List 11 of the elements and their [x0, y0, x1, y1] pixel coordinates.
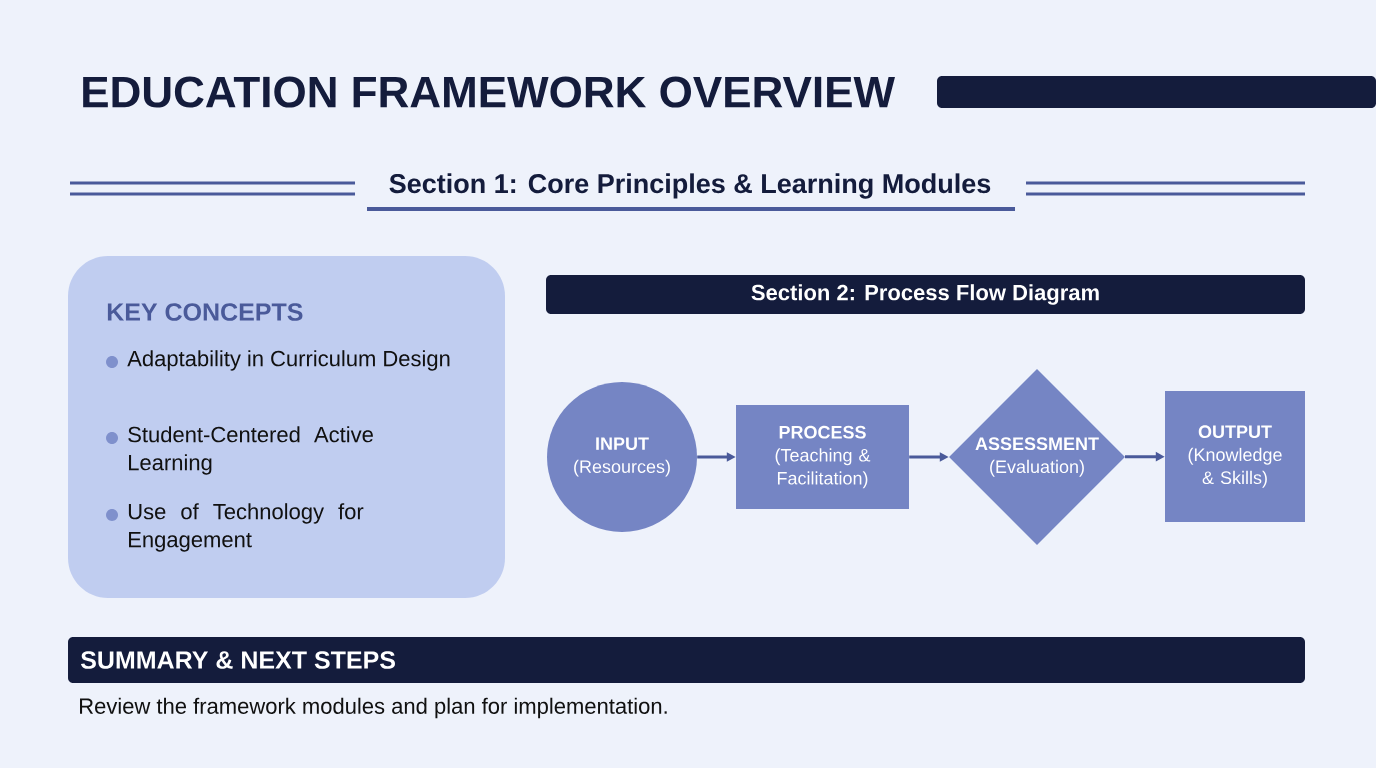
process-box: OUTPUT (Knowledge & Skills): [1165, 391, 1305, 522]
panel-heading: KEY CONCEPTS: [107, 303, 303, 321]
section-bar: Section 2: Process Flow Diagram: [546, 275, 1305, 314]
summary-bar: SUMMARY & NEXT STEPS: [68, 637, 1305, 683]
bullet-item: Adaptability in Curriculum Design: [106, 350, 450, 371]
process-box: PROCESS (Teaching & Facilitation): [736, 405, 909, 509]
bullet-item: Use of Technology for Engagement: [106, 503, 364, 552]
summary-text: Review the framework modules and plan for implementation.: [80, 697, 667, 719]
section-heading: Section 1: Core Principles & Learning Modules: [389, 173, 991, 199]
bullet-item: Student-Centered Active Learning: [106, 426, 373, 475]
title: EDUCATION FRAMEWORK OVERVIEW: [83, 76, 1376, 108]
